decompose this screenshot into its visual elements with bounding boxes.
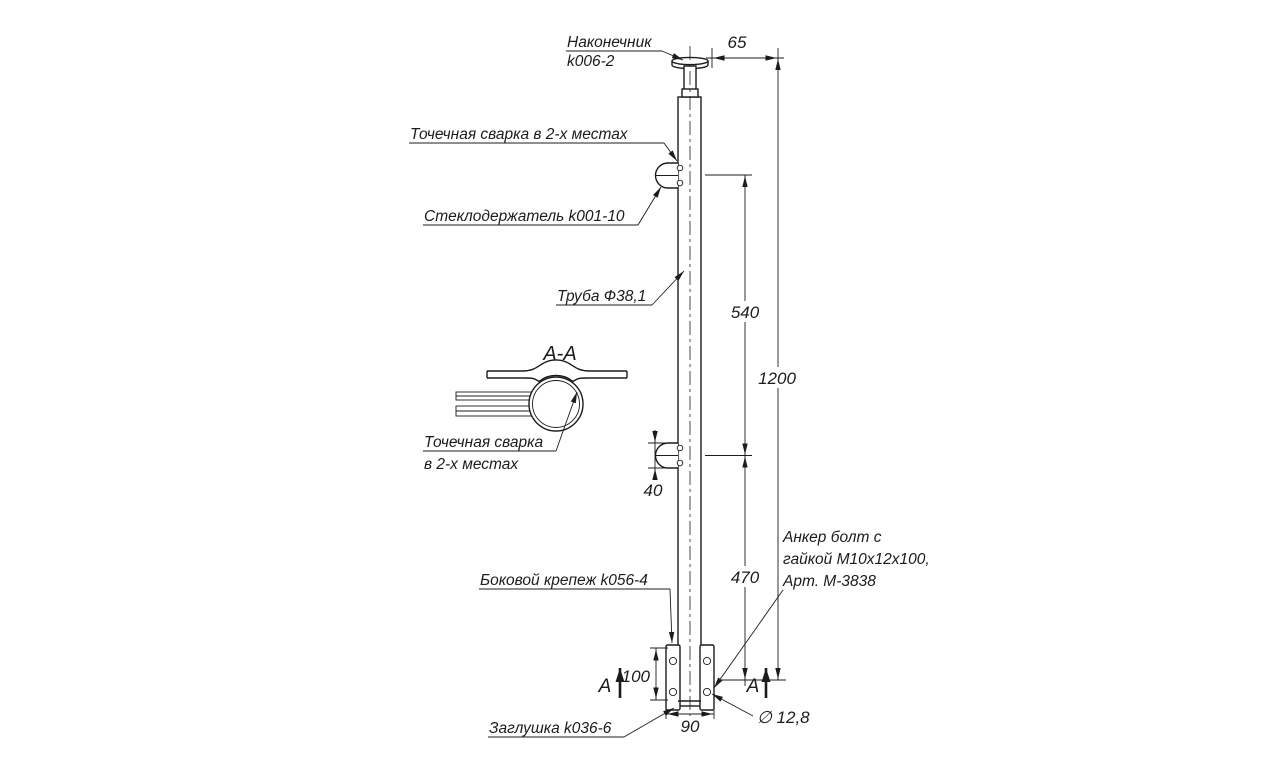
section-clamp-plate: [486, 359, 628, 383]
section-marker-letter-left: А: [598, 676, 612, 697]
dim-540-value: 540: [731, 303, 760, 322]
dim-1200-value: 1200: [758, 369, 796, 388]
section-title: А-А: [542, 343, 576, 365]
leader-spot-weld-section: [423, 391, 578, 452]
dim-90-value: 90: [681, 717, 700, 736]
leader-side-mount: [479, 588, 675, 644]
section-cut-marker-right: А: [746, 668, 771, 698]
dimension-hole-diameter: ∅ 12,8: [711, 693, 810, 727]
post-pipe: [677, 96, 702, 707]
glass-holder-top: [654, 162, 684, 189]
leader-spot-weld-top: [409, 142, 678, 162]
section-view: А-А Точечная сварка в 2-х местах: [423, 343, 628, 473]
anchor-bolt-label-line1: Анкер болт с: [782, 529, 882, 546]
section-cut-marker-left: А: [598, 668, 625, 698]
dimension-65: 65: [706, 33, 784, 68]
dim-hole-diameter-value: ∅ 12,8: [757, 708, 810, 727]
dim-40-value: 40: [644, 481, 663, 500]
dim-65-value: 65: [728, 33, 747, 52]
glass-holder-label: Стеклодержатель k001-10: [424, 208, 625, 225]
dimension-40: 40: [644, 430, 667, 500]
base-bracket: [665, 644, 715, 711]
tip-label-line1: Наконечник: [567, 34, 652, 51]
side-mount-label: Боковой крепеж k056-4: [480, 572, 648, 589]
section-marker-letter-right: А: [746, 676, 760, 697]
spot-weld-top-label: Точечная сварка в 2-х местах: [410, 126, 629, 143]
section-pipe-circle: [528, 376, 584, 432]
dimension-1200: 1200: [756, 48, 799, 680]
dimension-540-470: 540 470: [705, 174, 786, 686]
dim-100-value: 100: [622, 667, 651, 686]
section-glass-panes: [455, 391, 541, 417]
dim-470-value: 470: [731, 568, 760, 587]
dimension-90: 90: [665, 710, 715, 736]
leader-glass-holder: [423, 186, 662, 226]
spot-weld-section-label-line2: в 2-х местах: [424, 456, 519, 473]
anchor-bolt-label-line3: Арт. М-3838: [782, 573, 876, 590]
anchor-bolt-label-line2: гайкой М10х12х100,: [783, 551, 930, 568]
leader-anchor-bolt: [713, 589, 784, 689]
dimension-100: 100: [622, 647, 668, 701]
pipe-label: Труба Ф38,1: [557, 288, 646, 305]
leader-tip: [566, 50, 684, 61]
leader-plug: [488, 707, 675, 738]
tip-label-line2: k006-2: [567, 53, 615, 70]
spot-weld-section-label-line1: Точечная сварка: [424, 434, 543, 451]
leader-pipe: [556, 270, 685, 306]
plug-label: Заглушка k036-6: [489, 720, 612, 737]
